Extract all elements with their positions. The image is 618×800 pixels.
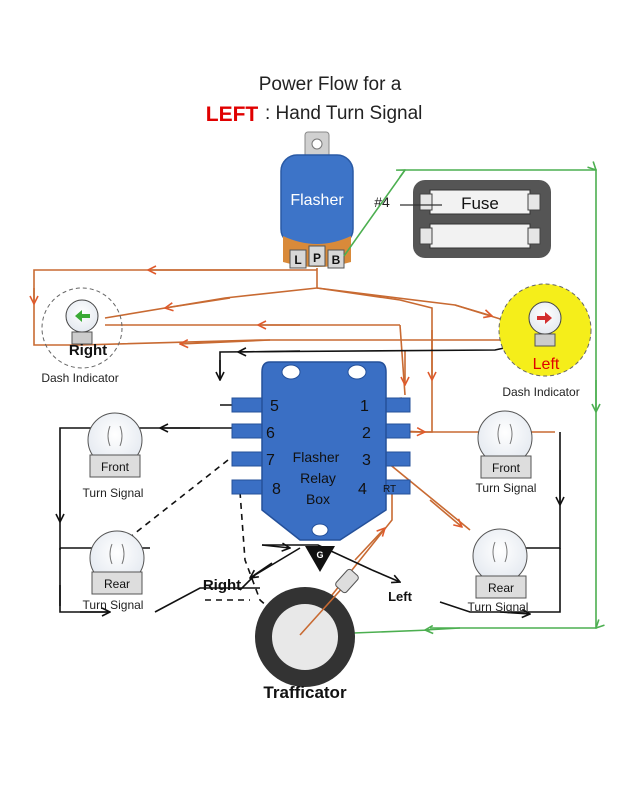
rear-left-caption: Turn Signal <box>83 598 144 612</box>
terminal-p-label: P <box>313 251 321 265</box>
rear-left-label: Rear <box>104 577 130 591</box>
flasher-terminal-p <box>308 245 326 267</box>
flasher-terminal-l <box>289 249 307 269</box>
trafficator-left-label: Left <box>388 589 413 604</box>
pin-5-label: 5 <box>270 398 279 415</box>
dash-indicator-left: Left Dash Indicator <box>498 283 592 399</box>
pin-8-label: 8 <box>272 481 281 498</box>
terminal-l-label: L <box>294 253 301 267</box>
pin-7-label: 7 <box>266 452 275 469</box>
relay-body <box>261 361 387 541</box>
fuse-spare <box>429 223 531 249</box>
rt-label: RT <box>383 484 396 495</box>
front-left-caption: Turn Signal <box>83 486 144 500</box>
trafficator-right-label: Right <box>203 577 241 594</box>
relay-label-line3: Box <box>306 491 330 507</box>
title-left-word: LEFT <box>206 103 259 126</box>
rear-right-label: Rear <box>488 581 514 595</box>
rear-right-caption: Turn Signal <box>468 600 529 614</box>
relay-label-line2: Relay <box>300 470 336 486</box>
dash-indicator-right: Right Dash Indicator <box>41 287 123 385</box>
front-right-lamp: Front Turn Signal <box>476 410 537 495</box>
flasher-label: Flasher <box>290 192 344 209</box>
dash-left-label: Left <box>533 356 560 373</box>
flasher-unit: Flasher L P B <box>280 131 354 269</box>
trafficator-face <box>272 604 338 670</box>
dash-left-caption: Dash Indicator <box>502 385 579 399</box>
terminal-b-label: B <box>332 253 341 267</box>
left-arrow-icon <box>75 310 90 322</box>
fuse-block: Fuse #4 <box>374 180 551 258</box>
front-right-label: Front <box>492 461 521 475</box>
front-right-caption: Turn Signal <box>476 481 537 495</box>
front-left-label: Front <box>101 460 130 474</box>
trafficator-lever <box>335 568 359 594</box>
pin-6-label: 6 <box>266 425 275 442</box>
pin-1-label: 1 <box>360 398 369 415</box>
rear-left-lamp: Rear Turn Signal <box>83 530 145 612</box>
flasher-terminal-b <box>327 249 345 269</box>
title-line2: : Hand Turn Signal <box>265 103 422 124</box>
green-feed-wire <box>343 170 596 628</box>
relay-label-line1: Flasher <box>293 449 340 465</box>
rear-right-lamp: Rear Turn Signal <box>468 528 529 614</box>
pin-3-label: 3 <box>362 452 371 469</box>
ground-icon <box>305 546 335 572</box>
flasher-relay-box: 5 6 7 8 1 2 3 4 RT Flasher Relay Box G <box>231 361 411 572</box>
pin-2-label: 2 <box>362 425 371 442</box>
fuse-label: Fuse <box>461 194 499 213</box>
front-left-lamp: Front Turn Signal <box>83 412 144 500</box>
title: Power Flow for a LEFT : Hand Turn Signal <box>206 74 423 126</box>
ground-label: G <box>316 550 323 560</box>
right-arrow-icon <box>537 312 552 324</box>
dash-right-label: Right <box>69 342 107 359</box>
title-line1: Power Flow for a <box>259 74 402 95</box>
pin-4-label: 4 <box>358 481 367 498</box>
dash-right-caption: Dash Indicator <box>41 371 118 385</box>
trafficator-label: Trafficator <box>263 683 347 702</box>
trafficator-switch: Trafficator Right Left <box>203 568 413 702</box>
